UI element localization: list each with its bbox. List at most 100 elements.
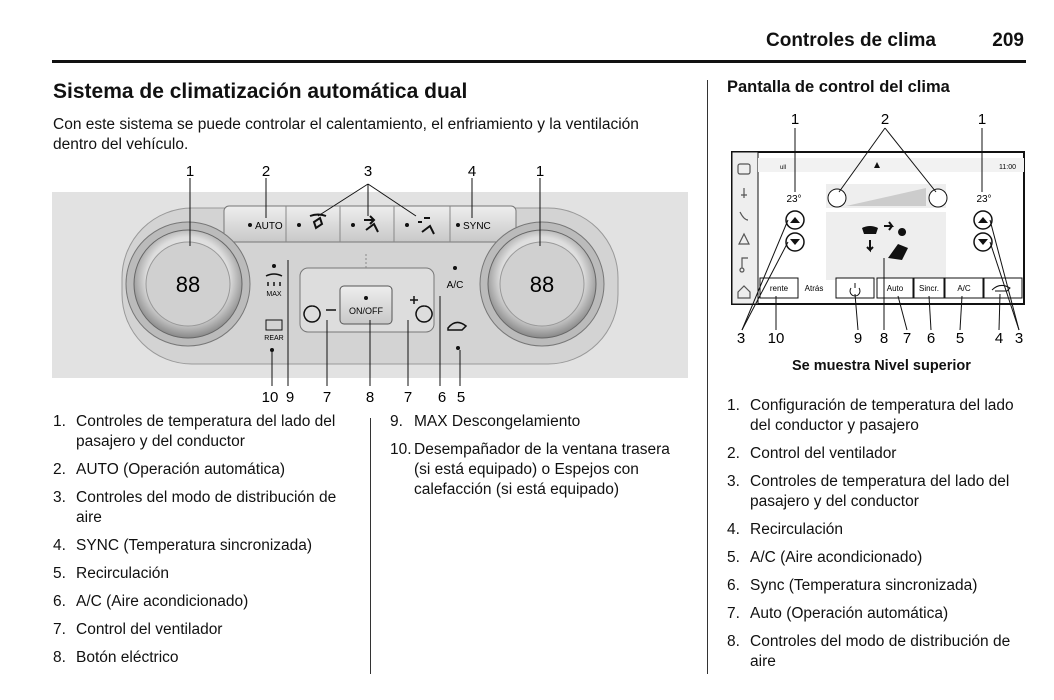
fan-decrease-icon: [303, 305, 336, 323]
list-item: 8.Botón eléctrico: [53, 649, 179, 666]
list-item: 7.Auto (Operación automática): [727, 605, 949, 622]
mode-button-feet-icon: [405, 217, 435, 235]
screen-temp-right: 23°: [976, 194, 991, 205]
list-item: 7.Control del ventilador: [53, 621, 223, 638]
max-defrost-icon: [265, 273, 283, 286]
mode-down-arrow-icon: [866, 240, 874, 253]
screen-sidebar: [731, 151, 759, 305]
list-item: 1.Controles de temperatura del lado del …: [53, 413, 336, 450]
left-temperature-knob: 88: [125, 221, 251, 347]
screen-callout-4: 4: [995, 330, 1003, 347]
screen-callout-5: 5: [956, 330, 964, 347]
list-item: 5.A/C (Aire acondicionado): [727, 549, 923, 566]
rear-defrost-button: REAR: [264, 319, 284, 352]
screen-button-front-label: rente: [770, 284, 789, 293]
callout-8: 8: [366, 389, 374, 406]
power-button: [339, 285, 393, 325]
climate-panel-illustration: AUTO SYNC 88 88 ON/OFF MAX: [52, 163, 688, 406]
recirculation-icon: [991, 284, 1011, 292]
sync-label: SYNC: [463, 221, 491, 232]
list-item: 4.SYNC (Temperatura sincronizada): [53, 537, 313, 554]
callout-6: 6: [438, 389, 446, 406]
mode-area: [826, 212, 946, 280]
list-item: 6.Sync (Temperatura sincronizada): [727, 577, 978, 594]
climate-screen-illustration: 1 2 1 3 10 9 8 7 6 5 4 3 ull 11:00 23° 2…: [731, 111, 1025, 347]
list-item: 6.A/C (Aire acondicionado): [53, 593, 249, 610]
recirculation-icon: [447, 321, 468, 331]
list-item: 2.AUTO (Operación automática): [53, 461, 286, 478]
legend-list-1: 1.Controles de temperatura del lado del …: [53, 412, 353, 668]
header-rule: [52, 60, 1026, 63]
screen-temp-up-right: [973, 210, 993, 230]
screen-button-back-label: Atrás: [805, 284, 824, 293]
column-divider-right: [707, 80, 708, 674]
screen-callout-9: 9: [854, 330, 862, 347]
callout-7-right: 7: [404, 389, 412, 406]
callout-10: 10: [262, 389, 279, 406]
screen-callout-2: 2: [881, 111, 889, 128]
list-item: 8.Controles del modo de distribución de …: [727, 633, 1011, 670]
arrow-up-icon: [790, 217, 800, 223]
screen-button-auto: [876, 277, 914, 299]
fan-speed-wedge: [846, 188, 926, 206]
max-label: MAX: [266, 291, 282, 298]
recirculation-button: [447, 321, 468, 350]
status-time: 11:00: [999, 164, 1016, 171]
ac-button: A/C: [447, 266, 464, 291]
sidebar-home-icon: [737, 285, 751, 299]
screen-callout-3-right: 3: [1015, 330, 1023, 347]
screen-fan-high-icon: [928, 188, 948, 208]
screen-temp-left: 23°: [786, 194, 801, 205]
intro-paragraph: Con este sistema se puede controlar el c…: [53, 116, 639, 153]
list-item: 1.Configuración de temperatura del lado …: [727, 397, 1014, 434]
screen-button-ac-label: A/C: [957, 284, 971, 293]
legend-list-2: 9.MAX Descongelamiento 10.Desempañador d…: [390, 412, 690, 500]
status-bar: [758, 158, 1024, 172]
auto-label: AUTO: [255, 221, 283, 232]
rear-label: REAR: [264, 335, 283, 342]
signal-icon: ull: [780, 165, 786, 171]
screen-button-ac: [944, 277, 984, 299]
list-item: 9.MAX Descongelamiento: [390, 413, 581, 430]
screen-button-auto-label: Auto: [887, 284, 904, 293]
screen-temp-up-left: [785, 210, 805, 230]
figure-caption: Se muestra Nivel superior: [792, 358, 971, 374]
screen-button-recirc: [983, 277, 1023, 299]
screen-button-sync-label: Sincr.: [919, 284, 939, 293]
sidebar-nav-icon: [738, 232, 750, 245]
fan-increase-icon: [410, 296, 433, 323]
screen-temp-down-right: [973, 232, 993, 252]
sidebar-car-icon: [737, 163, 751, 175]
list-item: 3.Controles de temperatura del lado del …: [727, 473, 1010, 510]
ac-label: A/C: [447, 280, 464, 291]
mode-button-windshield-icon: [297, 213, 327, 230]
list-item: 4.Recirculación: [727, 521, 844, 538]
legend-list-3: 1.Configuración de temperatura del lado …: [727, 396, 1027, 672]
onoff-label: ON/OFF: [349, 306, 383, 316]
column-divider-left: [370, 418, 371, 674]
page-number: 209: [992, 30, 1024, 51]
mode-arrow-icon: [884, 221, 894, 231]
callout-3: 3: [364, 163, 372, 180]
sidebar-seat-icon: [741, 188, 747, 198]
arrow-down-icon: [790, 239, 800, 245]
auto-button: AUTO: [248, 221, 283, 232]
rear-defrost-icon: [265, 319, 283, 331]
sync-button: SYNC: [456, 221, 491, 232]
sidebar-music-icon: [739, 257, 748, 273]
mode-button-face-icon: [351, 215, 379, 233]
list-item: 5.Recirculación: [53, 565, 170, 582]
mode-windshield-icon: [862, 226, 878, 234]
callout-5: 5: [457, 389, 465, 406]
list-item: 10.Desempañador de la ventana trasera (s…: [390, 441, 670, 498]
callout-2: 2: [262, 163, 270, 180]
arrow-down-icon: [978, 239, 988, 245]
sidebar-phone-icon: [739, 211, 749, 221]
screen-callout-8: 8: [880, 330, 888, 347]
left-temp-display: 88: [176, 272, 200, 297]
list-item: 3.Controles del modo de distribución de …: [53, 489, 337, 526]
figure-title: Pantalla de control del clima: [727, 78, 950, 96]
callout-7-left: 7: [323, 389, 331, 406]
callout-9: 9: [286, 389, 294, 406]
mode-seated-person-icon: [888, 228, 908, 260]
